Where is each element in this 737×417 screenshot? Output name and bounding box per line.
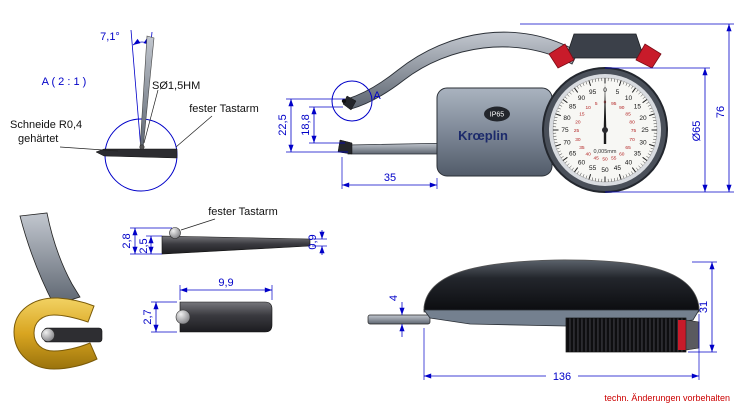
- dial-number: 35: [634, 151, 642, 158]
- dial-number: 5: [616, 89, 620, 96]
- top-cap: [566, 34, 644, 58]
- leader-arm-label: [176, 116, 212, 147]
- edge-label-line2: gehärtet: [18, 133, 58, 145]
- dial-number: 25: [641, 127, 649, 134]
- jaw-pin-ball: [42, 329, 55, 342]
- dial-number: 40: [625, 160, 633, 167]
- revision-note: techn. Änderungen vorbehalten: [604, 393, 730, 403]
- dial-number: 75: [631, 128, 637, 134]
- detail-view-a: 7,1° A ( 2 : 1 ) SØ1,5HM fester Tastarm …: [10, 30, 259, 191]
- dim-9-9: 9,9: [218, 277, 233, 289]
- upper-tip-ball: [342, 99, 346, 103]
- end-cap: [686, 320, 699, 350]
- dial-number: 20: [639, 115, 647, 122]
- angle-dim-label: 7,1°: [100, 31, 120, 43]
- dial-number: 45: [594, 155, 600, 161]
- leader-arm-mid: [181, 219, 215, 230]
- tip-bar: [180, 302, 272, 332]
- edge-label-line1: Schneide R0,4: [10, 119, 82, 131]
- dial-number: 30: [639, 140, 647, 147]
- detail-scale-label: A ( 2 : 1 ): [42, 76, 87, 88]
- dial-number: 75: [561, 127, 569, 134]
- ip65-badge-label: IP65: [490, 112, 505, 119]
- front-view: IP65 Krœplin 051015202530354045505560657…: [277, 24, 734, 192]
- contact-ball: [170, 228, 181, 239]
- dial-number: 5: [595, 101, 598, 107]
- jaw-arm: [20, 213, 80, 305]
- fixed-arm-label-mid: fester Tastarm: [208, 206, 278, 218]
- dim-35: 35: [384, 172, 396, 184]
- needle-tail: [604, 132, 606, 144]
- dial-number: 15: [579, 111, 585, 117]
- side-arm: [368, 315, 430, 324]
- dial-number: 55: [589, 165, 597, 172]
- dial-number: 25: [574, 128, 580, 134]
- dial-number: 65: [625, 145, 631, 151]
- side-dome: [424, 260, 699, 312]
- dim-18-8: 18,8: [300, 114, 312, 135]
- tip-detail-view: 9,9 2,7: [142, 277, 272, 332]
- dial-number: 60: [619, 151, 625, 157]
- dial-number: 80: [629, 119, 635, 125]
- dim-0-9: 0,9: [307, 234, 319, 249]
- dim-2-7: 2,7: [142, 309, 154, 324]
- dial-number: 10: [625, 95, 633, 102]
- arm-bar: [162, 236, 310, 254]
- dial-number: 30: [575, 137, 581, 143]
- angle-line-left: [131, 30, 141, 150]
- dial-number: 35: [579, 145, 585, 151]
- dim-76: 76: [715, 106, 727, 118]
- side-view: 136 4 31: [368, 260, 717, 383]
- dim-2-5: 2,5: [138, 238, 150, 253]
- dim-136: 136: [553, 371, 571, 383]
- dial-number: 80: [563, 115, 571, 122]
- dim-2-8: 2,8: [121, 233, 133, 248]
- dial-number: 70: [629, 137, 635, 143]
- dial-resolution-label: 0,005mm: [594, 149, 617, 155]
- dial-number: 20: [575, 119, 581, 125]
- dial-number: 85: [569, 104, 577, 111]
- brand-label: Krœplin: [458, 128, 508, 143]
- dial-number: 95: [611, 101, 617, 107]
- dial-number: 50: [602, 157, 608, 163]
- tip-ball: [176, 310, 190, 324]
- dial-number: 40: [586, 151, 592, 157]
- knurled-ring: [566, 318, 686, 352]
- dial-number: 90: [578, 95, 586, 102]
- dial-number: 50: [601, 167, 609, 174]
- fixed-arm-label-top: fester Tastarm: [189, 103, 259, 115]
- dial-number: 15: [634, 104, 642, 111]
- dial-number: 55: [611, 155, 617, 161]
- jaw-section-view: [14, 213, 102, 369]
- dial-number: 85: [625, 111, 631, 117]
- dim-31: 31: [698, 301, 710, 313]
- blade-ball-tip: [140, 145, 144, 149]
- dim-22-5: 22,5: [277, 114, 289, 135]
- needle-hub: [602, 127, 608, 133]
- dial-number: 95: [589, 89, 597, 96]
- detail-marker-label: A: [373, 90, 381, 102]
- leader-lines: [60, 90, 212, 151]
- dial: 0510152025303540455055606570758085909509…: [543, 68, 667, 192]
- dial-number: 60: [578, 160, 586, 167]
- dial-number: 65: [569, 151, 577, 158]
- dim-4: 4: [388, 295, 400, 301]
- dial-number: 10: [586, 105, 592, 111]
- dial-number: 90: [619, 105, 625, 111]
- arm-profile-view: fester Tastarm 2,8 2,5 0,9: [121, 206, 327, 255]
- dial-number: 70: [563, 140, 571, 147]
- ball-spec-label: SØ1,5HM: [152, 80, 200, 92]
- red-band: [678, 320, 686, 350]
- dim-dia65: Ø65: [691, 121, 703, 142]
- dial-number: 45: [614, 165, 622, 172]
